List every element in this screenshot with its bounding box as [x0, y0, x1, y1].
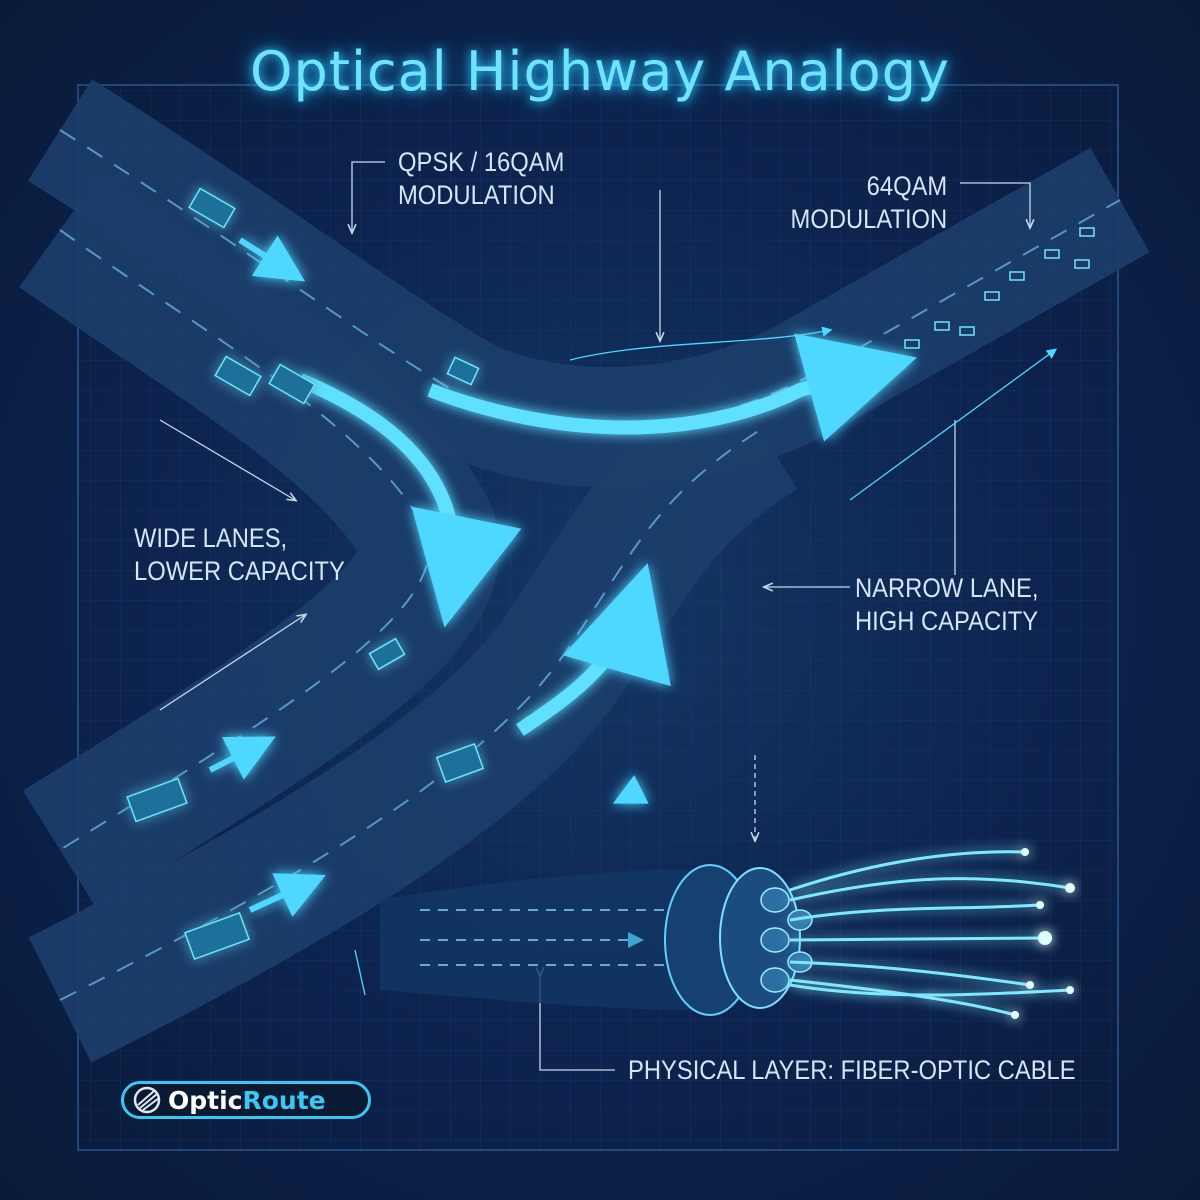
- qpsk-label-line2: MODULATION: [398, 180, 555, 210]
- physical-layer-label: PHYSICAL LAYER: FIBER-OPTIC CABLE: [628, 1055, 1076, 1085]
- logo-emblem-icon: [133, 1086, 161, 1114]
- qam64-label-line1: 64QAM: [866, 171, 948, 201]
- logo-wordmark: OpticRoute: [168, 1085, 326, 1115]
- wide-lanes-line2: LOWER CAPACITY: [134, 556, 345, 586]
- opticroute-logo: OpticRoute: [121, 1081, 371, 1119]
- qam64-label-line2: MODULATION: [790, 204, 948, 234]
- qam64-label: 64QAM MODULATION: [780, 170, 948, 236]
- qpsk-label: QPSK / 16QAM MODULATION: [398, 146, 564, 212]
- wide-lanes-label: WIDE LANES, LOWER CAPACITY: [134, 522, 345, 588]
- vehicles: [126, 187, 485, 961]
- light-flow-arrows: [208, 235, 917, 917]
- callout-lines: [159, 161, 1058, 1071]
- blueprint-frame: [77, 84, 1119, 1151]
- wide-lanes-line1: WIDE LANES,: [134, 523, 288, 553]
- narrow-lane-line1: NARROW LANE,: [855, 573, 1039, 603]
- narrow-lane-label: NARROW LANE, HIGH CAPACITY: [855, 572, 1039, 638]
- page-title: Optical Highway Analogy: [250, 40, 950, 103]
- qpsk-label-line1: QPSK / 16QAM: [398, 147, 565, 177]
- narrow-lane-packets: [904, 227, 1095, 349]
- narrow-lane-line2: HIGH CAPACITY: [855, 606, 1039, 636]
- fiber-optic-cable: [380, 848, 1075, 1019]
